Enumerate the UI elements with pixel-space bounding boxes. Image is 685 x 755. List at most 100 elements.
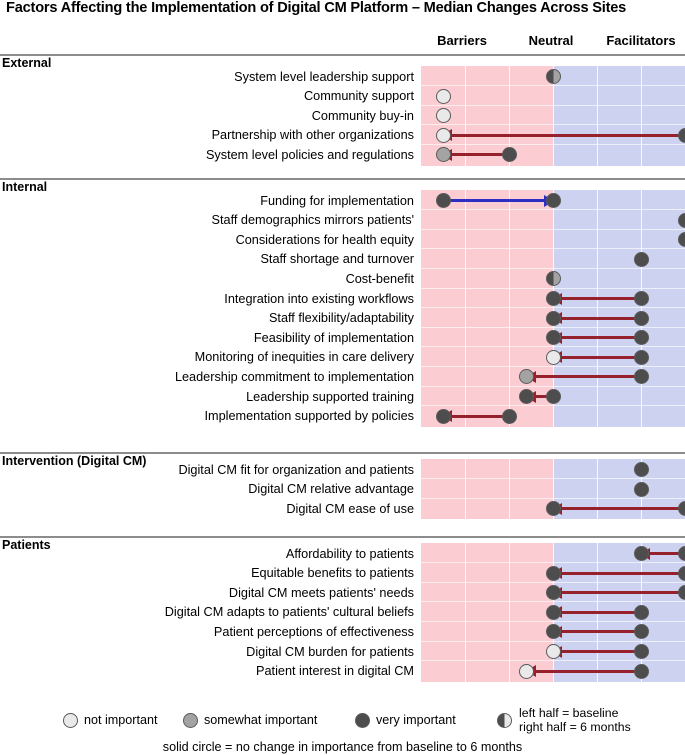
- gridline-horizontal: [421, 562, 685, 564]
- gridline-horizontal: [421, 268, 685, 270]
- column-header-barriers: Barriers: [437, 33, 487, 48]
- section-label-internal: Internal: [2, 180, 48, 194]
- section-divider: [0, 54, 685, 56]
- importance-marker: [519, 369, 535, 385]
- gridline-horizontal: [421, 640, 685, 642]
- gridline-vertical: [465, 542, 466, 682]
- row-label: Funding for implementation: [260, 193, 414, 208]
- importance-marker: [435, 127, 451, 143]
- row-label: Leadership commitment to implementation: [174, 369, 414, 384]
- row-label: Partnership with other organizations: [211, 128, 414, 143]
- barriers-region: [421, 458, 553, 520]
- importance-marker: [633, 251, 649, 267]
- row-label: Staff demographics mirrors patients': [211, 213, 414, 228]
- gridline-horizontal: [421, 366, 685, 368]
- baseline-dot: [633, 310, 649, 326]
- legend-swatch-high: [355, 713, 370, 728]
- gridline-horizontal: [421, 601, 685, 603]
- page-title: Factors Affecting the Implementation of …: [6, 0, 627, 16]
- section-divider: [0, 178, 685, 180]
- gridline-horizontal: [421, 581, 685, 583]
- gridline-horizontal: [421, 85, 685, 87]
- row-label: System level policies and regulations: [205, 147, 414, 162]
- importance-marker: [545, 349, 561, 365]
- row-label: Implementation supported by policies: [204, 409, 414, 424]
- row-label: Digital CM fit for organization and pati…: [178, 462, 414, 477]
- importance-marker: [545, 69, 561, 84]
- section-divider: [0, 536, 685, 538]
- legend-label: not important: [84, 713, 158, 727]
- baseline-dot: [545, 389, 561, 404]
- section-divider: [0, 452, 685, 454]
- row-label: Integration into existing workflows: [224, 291, 414, 306]
- gridline-vertical: [597, 189, 598, 427]
- baseline-dot: [633, 663, 649, 679]
- legend-swatch-low: [63, 713, 78, 728]
- gridline-horizontal: [421, 124, 685, 126]
- importance-marker: [633, 481, 649, 497]
- facilitators-region: [553, 458, 685, 520]
- change-arrow: [552, 606, 641, 619]
- importance-marker: [545, 644, 561, 659]
- gridline-vertical: [465, 189, 466, 427]
- gridline-horizontal: [421, 621, 685, 623]
- importance-marker: [545, 501, 561, 517]
- gridline-horizontal: [421, 307, 685, 309]
- gridline-vertical: [509, 189, 510, 427]
- row-label: Patient interest in digital CM: [256, 664, 414, 679]
- change-arrow: [552, 292, 641, 305]
- barriers-region: [421, 542, 553, 682]
- row-label: Staff shortage and turnover: [260, 252, 414, 267]
- gridline-vertical: [641, 189, 642, 427]
- row-label: Digital CM relative advantage: [248, 482, 414, 497]
- row-label: Considerations for health equity: [235, 232, 414, 247]
- baseline-dot: [633, 330, 649, 346]
- change-arrow: [525, 370, 641, 383]
- gridline-vertical: [597, 458, 598, 520]
- row-label: Digital CM ease of use: [286, 501, 414, 516]
- baseline-dot: [633, 291, 649, 306]
- change-arrow: [552, 567, 685, 580]
- gridline-vertical: [553, 189, 554, 427]
- baseline-dot: [677, 565, 685, 581]
- change-arrow: [552, 331, 641, 344]
- gridline-horizontal: [421, 660, 685, 662]
- gridline-vertical: [553, 65, 554, 166]
- importance-marker: [545, 624, 561, 640]
- baseline-dot: [633, 349, 649, 365]
- gridline-vertical: [465, 65, 466, 166]
- baseline-dot: [633, 604, 649, 620]
- gridline-horizontal: [421, 248, 685, 250]
- importance-marker: [435, 108, 451, 124]
- legend-half-line2: right half = 6 months: [519, 720, 631, 734]
- change-arrow: [552, 645, 641, 658]
- importance-marker: [545, 271, 561, 287]
- row-label: Community buy-in: [311, 108, 414, 123]
- importance-marker: [545, 193, 561, 208]
- change-arrow: [443, 194, 554, 207]
- legend-label: very important: [376, 713, 456, 727]
- plot-band: [421, 65, 685, 166]
- legend-half-swatch: [497, 713, 512, 728]
- gridline-vertical: [509, 458, 510, 520]
- importance-marker: [545, 604, 561, 620]
- gridline-vertical: [641, 65, 642, 166]
- row-label: Feasibility of implementation: [253, 330, 414, 345]
- baseline-dot: [633, 644, 649, 659]
- importance-marker: [519, 663, 535, 679]
- gridline-horizontal: [421, 497, 685, 499]
- change-arrow: [552, 502, 685, 515]
- gridline-vertical: [465, 458, 466, 520]
- column-header-neutral: Neutral: [528, 33, 574, 48]
- section-label-external: External: [2, 56, 52, 70]
- row-label: Community support: [304, 89, 414, 104]
- gridline-horizontal: [421, 405, 685, 407]
- row-label: Leadership supported training: [246, 389, 414, 404]
- importance-marker: [545, 330, 561, 346]
- change-arrow: [552, 625, 641, 638]
- facilitators-region: [553, 189, 685, 427]
- row-label: Affordability to patients: [285, 546, 414, 561]
- baseline-dot: [633, 624, 649, 640]
- importance-marker: [633, 462, 649, 477]
